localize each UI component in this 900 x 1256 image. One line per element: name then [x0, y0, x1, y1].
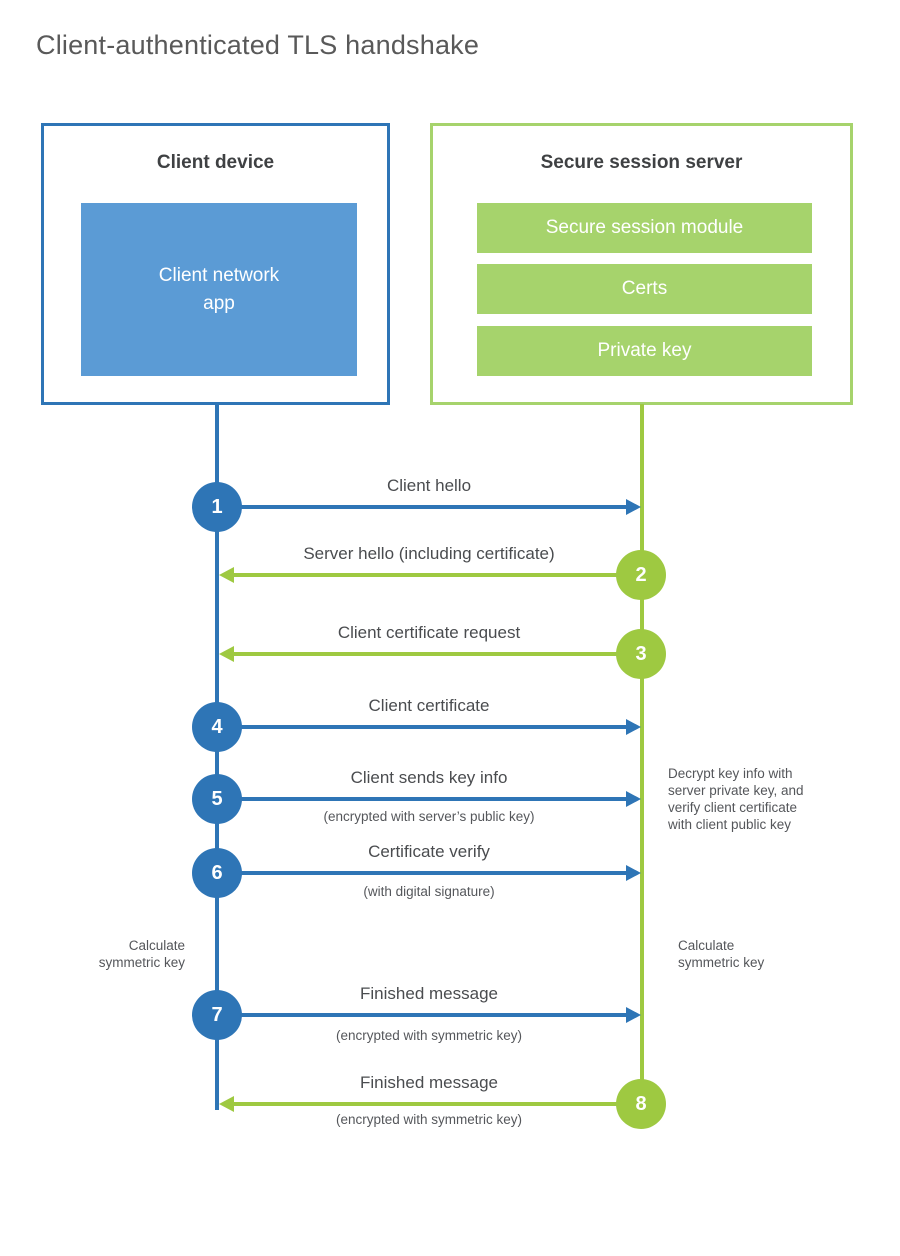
step-5-sublabel: (encrypted with server’s public key) — [323, 809, 535, 824]
calculate-symmetric-key-note-client: Calculate symmetric key — [98, 938, 185, 970]
step-6-arrowhead-right-icon — [626, 865, 641, 881]
step-2-arrowhead-left-icon — [219, 567, 234, 583]
step-8-circle: 8 — [616, 1079, 666, 1129]
step-2-label: Server hello (including certificate) — [303, 544, 555, 563]
server-lifeline — [640, 404, 644, 1106]
server-module-certs: Certs — [477, 264, 812, 314]
step-2-arrow-line — [233, 573, 641, 577]
client-device-box: Client device Client network app — [41, 123, 390, 405]
step-6-label: Certificate verify — [368, 842, 490, 861]
step-5-label: Client sends key info — [350, 768, 508, 787]
decrypt-key-info-note: Decrypt key info with server private key… — [668, 766, 804, 832]
step-3-arrowhead-left-icon — [219, 646, 234, 662]
step-8-label: Finished message — [360, 1073, 498, 1092]
step-5-circle: 5 — [192, 774, 242, 824]
step-1-arrow-line — [217, 505, 627, 509]
step-6-circle: 6 — [192, 848, 242, 898]
step-4-label: Client certificate — [368, 696, 490, 715]
calculate-symmetric-key-note-server: Calculate symmetric key — [678, 938, 765, 970]
client-network-app-box: Client network app — [81, 203, 357, 376]
step-7-arrow-line — [217, 1013, 627, 1017]
client-device-title: Client device — [156, 152, 275, 173]
step-4-circle: 4 — [192, 702, 242, 752]
step-3-circle: 3 — [616, 629, 666, 679]
server-module-secure-session-module: Secure session module — [477, 203, 812, 253]
client-lifeline — [215, 405, 219, 1110]
step-7-sublabel: (encrypted with symmetric key) — [335, 1028, 523, 1043]
step-6-arrow-line — [217, 871, 627, 875]
secure-session-server-box: Secure session server Secure session mod… — [430, 123, 853, 405]
step-4-arrowhead-right-icon — [626, 719, 641, 735]
step-6-sublabel: (with digital signature) — [363, 884, 495, 899]
step-7-arrowhead-right-icon — [626, 1007, 641, 1023]
step-8-sublabel: (encrypted with symmetric key) — [335, 1112, 523, 1127]
step-5-arrow-line — [217, 797, 627, 801]
step-3-label: Client certificate request — [337, 623, 521, 642]
secure-session-server-title: Secure session server — [540, 152, 743, 173]
step-5-arrowhead-right-icon — [626, 791, 641, 807]
step-1-arrowhead-right-icon — [626, 499, 641, 515]
step-2-circle: 2 — [616, 550, 666, 600]
step-7-circle: 7 — [192, 990, 242, 1040]
step-8-arrow-line — [233, 1102, 641, 1106]
page-title: Client-authenticated TLS handshake — [36, 30, 480, 60]
step-8-arrowhead-left-icon — [219, 1096, 234, 1112]
step-1-circle: 1 — [192, 482, 242, 532]
step-1-label: Client hello — [386, 476, 472, 495]
step-7-label: Finished message — [360, 984, 498, 1003]
step-3-arrow-line — [233, 652, 641, 656]
step-4-arrow-line — [217, 725, 627, 729]
server-module-private-key: Private key — [477, 326, 812, 376]
